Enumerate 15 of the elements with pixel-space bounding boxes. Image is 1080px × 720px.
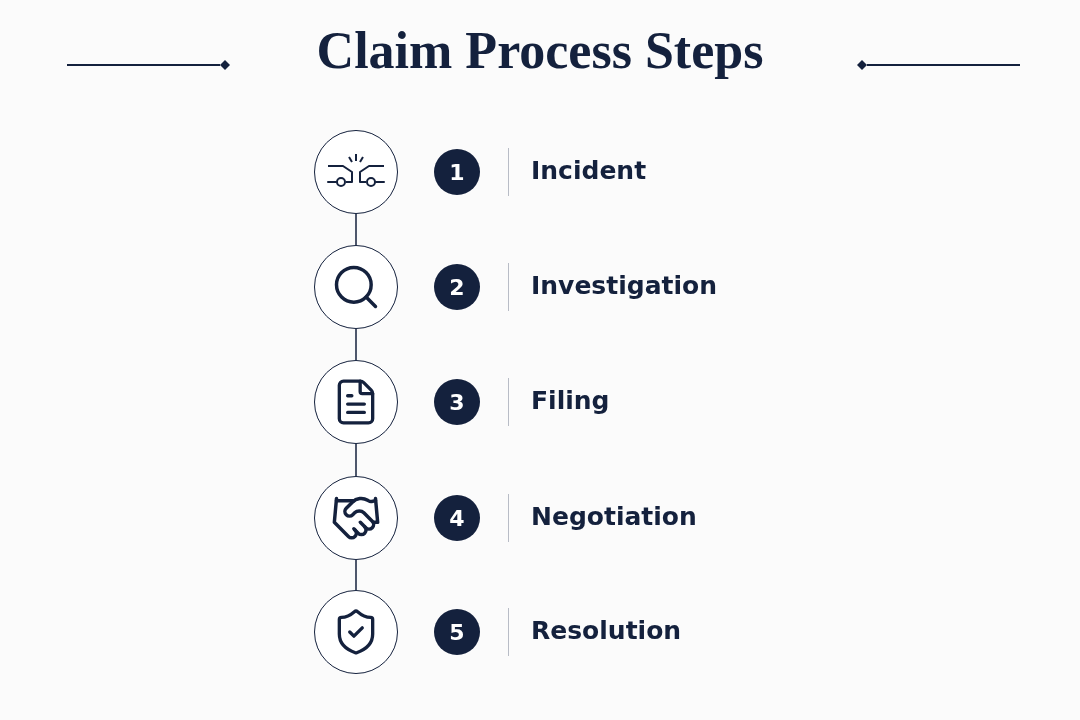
connector-line	[355, 328, 357, 361]
step-number: 5	[434, 609, 480, 655]
connector-line	[355, 559, 357, 591]
step-number: 2	[434, 264, 480, 310]
connector-line	[355, 213, 357, 246]
step-name: Incident	[531, 158, 647, 183]
step-number: 3	[434, 379, 480, 425]
step-number: 4	[434, 495, 480, 541]
step-name: Resolution	[531, 618, 682, 643]
connector-line	[355, 443, 357, 477]
step-name: Negotiation	[531, 504, 697, 529]
step-name: Filing	[531, 388, 610, 413]
step-name: Investigation	[531, 273, 717, 298]
title: Claim Process Steps	[316, 22, 764, 80]
step-number: 1	[434, 149, 480, 195]
